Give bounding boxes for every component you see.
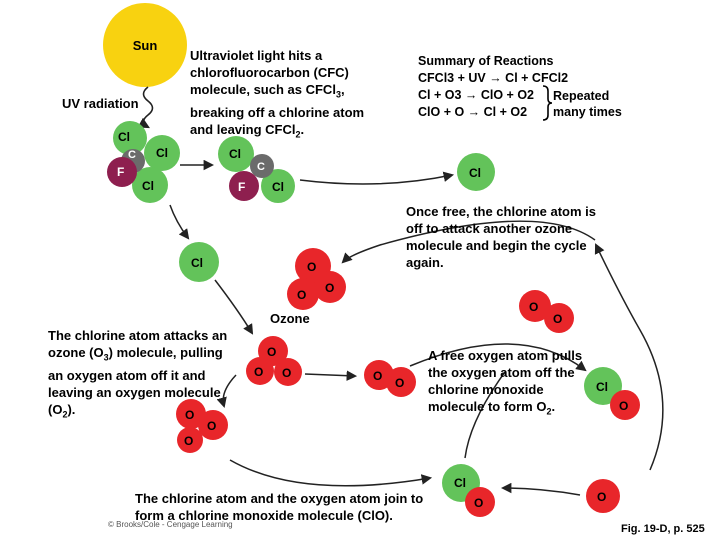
step4-caption: A free oxygen atom pulls the oxygen atom… bbox=[428, 348, 583, 417]
summary-reaction-2: Cl + O3 → ClO + O2 bbox=[418, 88, 535, 102]
cfcl3-molecule: Cl Cl Cl C F bbox=[107, 121, 180, 203]
svg-text:O: O bbox=[395, 376, 404, 390]
copyright-text: © Brooks/Cole - Cengage Learning bbox=[108, 520, 233, 529]
summary-title: Summary of Reactions bbox=[418, 54, 554, 68]
step1-caption: Ultraviolet light hits a chlorofluorocar… bbox=[190, 48, 365, 140]
svg-text:F: F bbox=[238, 180, 245, 194]
svg-text:C: C bbox=[128, 149, 136, 161]
svg-text:Cl: Cl bbox=[142, 179, 154, 193]
sun-label: Sun bbox=[133, 38, 158, 53]
arrow-cl-to-attack bbox=[214, 279, 254, 335]
arrow-cycle-top bbox=[341, 220, 596, 264]
svg-text:Cl: Cl bbox=[272, 180, 284, 194]
arrow-attack-to-clo bbox=[304, 370, 358, 381]
svg-text:O: O bbox=[184, 434, 193, 448]
uv-ray-arrow bbox=[137, 86, 154, 129]
cfcl3-splitting-molecule: Cl Cl C F bbox=[218, 136, 295, 203]
svg-text:Cl: Cl bbox=[118, 130, 130, 144]
svg-text:O: O bbox=[553, 312, 562, 326]
chlorine-monoxide-right: Cl O bbox=[584, 367, 640, 420]
arrow-cfc-to-cl bbox=[169, 204, 190, 240]
sun bbox=[103, 3, 187, 87]
svg-text:O: O bbox=[267, 345, 276, 359]
svg-text:O: O bbox=[474, 496, 483, 510]
svg-text:O: O bbox=[307, 260, 316, 274]
chlorine-monoxide-bottom: Cl O bbox=[442, 464, 495, 517]
freed-chlorine-atom bbox=[457, 153, 495, 191]
svg-text:Cl: Cl bbox=[454, 476, 466, 490]
ozone-being-attacked: O O O bbox=[246, 336, 302, 386]
svg-text:O: O bbox=[254, 365, 263, 379]
svg-text:Cl: Cl bbox=[469, 166, 481, 180]
summary-repeated: Repeated many times bbox=[553, 89, 622, 119]
chlorine-atom bbox=[179, 242, 219, 282]
step3-caption: Once free, the chlorine atom is off to a… bbox=[406, 204, 596, 270]
arrow-left-to-bottom bbox=[229, 459, 433, 487]
svg-text:O: O bbox=[619, 399, 628, 413]
svg-text:Cl: Cl bbox=[229, 147, 241, 161]
step5-caption: The chlorine atom and the oxygen atom jo… bbox=[135, 491, 424, 523]
uv-radiation-label: UV radiation bbox=[62, 96, 139, 111]
summary-box: Summary of Reactions CFCl3 + UV → Cl + C… bbox=[418, 53, 648, 121]
arrow-bottom-right-up bbox=[594, 243, 664, 471]
ozone-label: Ozone bbox=[270, 311, 310, 326]
summary-reaction-1: CFCl3 + UV → Cl + CFCl2 bbox=[418, 71, 569, 85]
svg-text:O: O bbox=[597, 490, 606, 504]
oxygen-molecule-top-right: O O bbox=[519, 290, 574, 333]
arrow-free-cl-to-cycle bbox=[464, 371, 506, 459]
svg-text:C: C bbox=[257, 161, 265, 173]
summary-bracket bbox=[542, 85, 553, 121]
arrow-bottom-o-to-clo bbox=[500, 482, 581, 496]
svg-text:O: O bbox=[185, 408, 194, 422]
oxygen-molecule-center: O O bbox=[364, 360, 416, 397]
svg-text:O: O bbox=[282, 366, 291, 380]
arrow-clo-to-right bbox=[409, 343, 587, 372]
ozone-molecule: O O O bbox=[287, 248, 346, 310]
svg-text:O: O bbox=[529, 300, 538, 314]
svg-text:O: O bbox=[325, 281, 334, 295]
svg-text:Cl: Cl bbox=[596, 380, 608, 394]
free-oxygen-atom bbox=[586, 479, 620, 513]
figure-label: Fig. 19-D, p. 525 bbox=[621, 523, 705, 535]
svg-text:O: O bbox=[373, 369, 382, 383]
svg-text:F: F bbox=[117, 165, 124, 179]
summary-reaction-3: ClO + O → Cl + O2 bbox=[418, 105, 528, 119]
svg-text:O: O bbox=[297, 288, 306, 302]
svg-text:Cl: Cl bbox=[191, 256, 203, 270]
svg-text:Cl: Cl bbox=[156, 146, 168, 160]
oxygen-molecule-lower-left: O O O bbox=[176, 399, 228, 453]
arrow-split-to-free-cl bbox=[299, 171, 455, 185]
svg-text:O: O bbox=[207, 419, 216, 433]
arrow-attack-to-o2 bbox=[216, 374, 237, 409]
step2-caption: The chlorine atom attacks an ozone (O3) … bbox=[48, 328, 228, 420]
